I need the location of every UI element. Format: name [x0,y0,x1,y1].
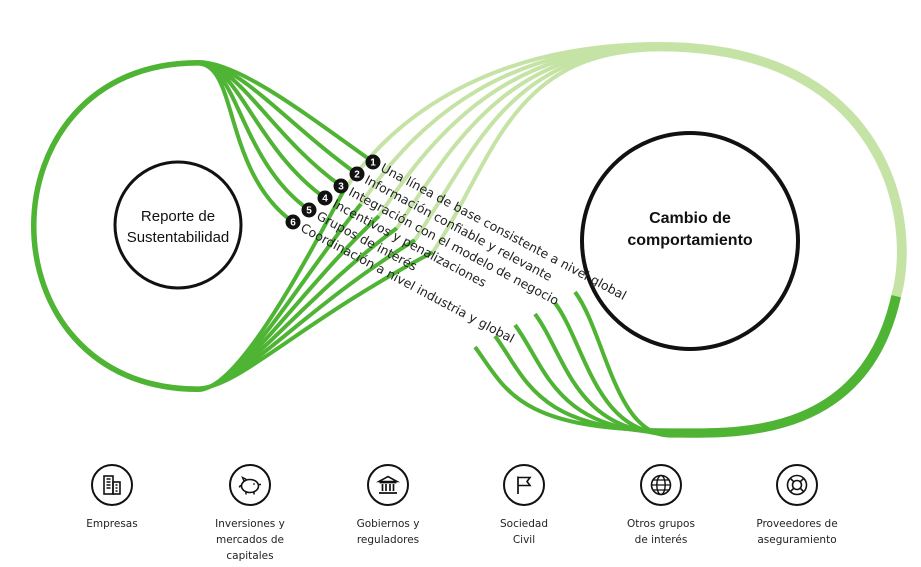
globe-icon [640,464,682,506]
stakeholder-label: Inversiones y mercados de capitales [215,518,285,562]
stakeholder-inversiones: Inversiones y mercados de capitales [180,458,320,564]
step-badge [333,178,349,194]
right-circle-title-line2: comportamiento [627,232,753,249]
step-badge [301,202,317,218]
step-number: 4 [322,194,328,205]
right-circle-title-line1: Cambio de [649,210,731,227]
stakeholder-empresas: Empresas [42,458,182,532]
stakeholder-gobiernos: Gobiernos y reguladores [318,458,458,548]
stakeholders-row: Empresas Inversiones y mercados de capit… [0,458,921,567]
loop-right-upper [659,47,901,297]
step-badge [317,190,333,206]
left-circle: Reporte de Sustentabilidad [113,160,243,290]
stakeholder-sociedad: Sociedad Civil [454,458,594,548]
right-circle-ring [580,131,800,351]
step-number: 3 [338,182,344,193]
step-badge [349,166,365,182]
lifebuoy-icon [776,464,818,506]
stakeholder-otros: Otros grupos de interés [591,458,731,548]
step-number: 2 [354,170,360,181]
step-number: 1 [370,158,376,169]
loop-cross-rising [431,47,661,254]
infinity-diagram: Reporte de Sustentabilidad Cambio de com… [31,42,907,438]
steps-list: 1 Una línea de base consistente a nivel … [285,154,629,346]
stakeholder-label: Proveedores de aseguramiento [756,518,838,546]
stakeholder-proveedores: Proveedores de aseguramiento [727,458,867,548]
step-badge [285,214,301,230]
step-badge [365,154,381,170]
infinity-loop-paths [31,42,907,438]
government-icon [367,464,409,506]
left-circle-ring [113,160,243,290]
right-circle: Cambio de comportamiento [580,131,800,351]
flag-icon [503,464,545,506]
left-circle-title-line2: Sustentabilidad [127,229,230,246]
loop-left-lobe [32,61,434,391]
left-circle-title-line1: Reporte de [141,208,215,225]
stakeholder-label: Sociedad Civil [499,518,548,546]
step-number: 6 [290,218,296,229]
stakeholder-label: Gobiernos y reguladores [356,518,420,546]
stakeholder-label: Empresas [86,518,138,530]
building-icon [91,464,133,506]
loop-right-lower [473,295,896,433]
step-number: 5 [306,206,312,217]
piggy-bank-icon [229,464,271,506]
stakeholder-label: Otros grupos de interés [627,518,695,546]
